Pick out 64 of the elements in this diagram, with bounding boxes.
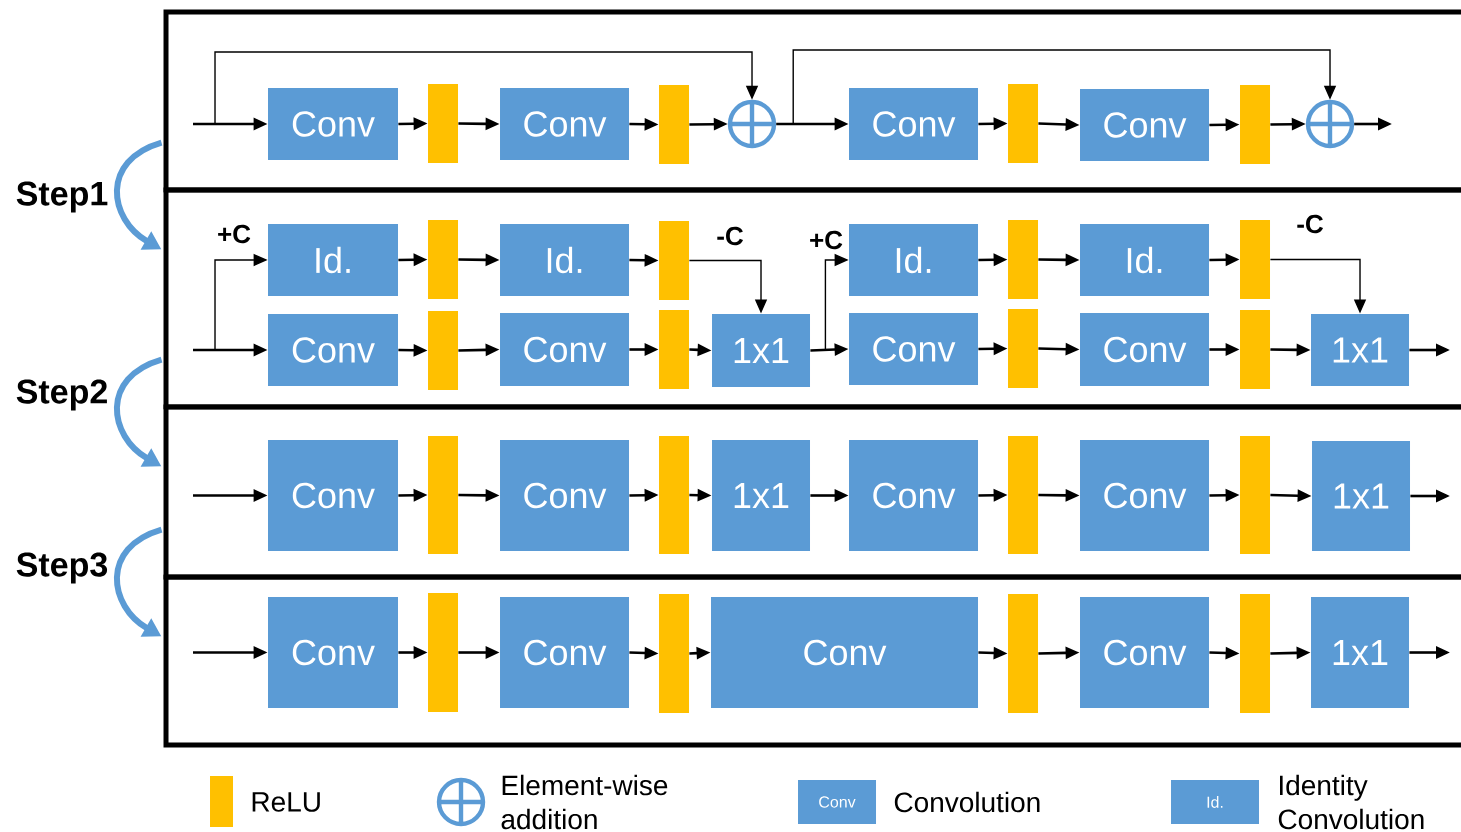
layer-box: 1x1 <box>1311 597 1409 708</box>
arrow <box>214 51 759 125</box>
layer-box: Conv <box>849 440 978 551</box>
arrow <box>114 139 163 250</box>
layer-box: Conv <box>268 597 398 708</box>
edge-label: +C <box>807 228 845 252</box>
layer-box: Conv <box>1080 89 1209 161</box>
relu-bar <box>1240 220 1270 299</box>
layer-box: Id. <box>1080 224 1209 296</box>
layer-box: Id. <box>268 224 398 296</box>
layer-box: Conv <box>268 314 398 386</box>
layer-box: 1x1 <box>1312 441 1410 551</box>
relu-bar <box>1240 436 1270 554</box>
layer-box: Conv <box>500 88 629 160</box>
layer-box: Conv <box>500 597 629 708</box>
layer-box: Conv <box>1080 313 1209 386</box>
relu-bar <box>1240 310 1270 389</box>
legend-label: ReLU <box>252 792 320 812</box>
relu-bar <box>659 85 689 164</box>
layer-box: 1x1 <box>712 314 810 387</box>
relu-bar <box>1008 594 1038 713</box>
edge-label: -C <box>714 224 746 248</box>
edge-label: Step2 <box>13 377 111 413</box>
edge-label: Step1 <box>13 179 111 215</box>
layer-box: Conv <box>268 88 398 160</box>
legend-label: Element-wise addition <box>501 774 668 830</box>
layer-box: Conv <box>500 313 629 386</box>
layer-box: Conv <box>849 313 978 385</box>
layer-box: Conv <box>500 440 629 551</box>
relu-bar <box>1240 85 1270 164</box>
arrow <box>792 49 1337 125</box>
arrow <box>114 356 163 467</box>
relu-bar <box>428 84 458 163</box>
relu-bar <box>659 221 689 300</box>
layer-box: Conv <box>268 440 398 551</box>
edge-label: -C <box>1294 212 1326 236</box>
relu-bar <box>1008 84 1038 163</box>
edge-label: Step3 <box>13 550 111 586</box>
relu-bar <box>1008 220 1038 299</box>
addition-symbol <box>1305 99 1355 149</box>
layer-box: Id. <box>849 224 978 296</box>
relu-bar <box>1240 594 1270 713</box>
layer-box: 1x1 <box>712 440 810 551</box>
layer-box: 1x1 <box>1311 314 1409 386</box>
relu-bar <box>1008 309 1038 388</box>
edge-label: +C <box>215 222 253 246</box>
legend-label: Convolution <box>894 791 1040 813</box>
relu-bar <box>428 593 458 712</box>
relu-bar <box>428 220 458 299</box>
layer-box: Id. <box>500 224 629 296</box>
relu-bar <box>428 436 458 554</box>
stage-panel <box>163 574 1461 748</box>
relu-bar <box>1008 436 1038 554</box>
layer-box: Conv <box>1080 440 1209 551</box>
relu-bar <box>659 436 689 554</box>
relu-bar <box>659 594 689 713</box>
addition-symbol <box>727 99 777 149</box>
arrow <box>114 526 163 637</box>
layer-box: Conv <box>711 597 978 708</box>
legend-label: Identity Convolution <box>1278 774 1424 830</box>
relu-bar <box>659 310 689 389</box>
layer-box: Conv <box>849 88 978 160</box>
relu-bar <box>428 311 458 390</box>
layer-box: Conv <box>1080 597 1209 708</box>
